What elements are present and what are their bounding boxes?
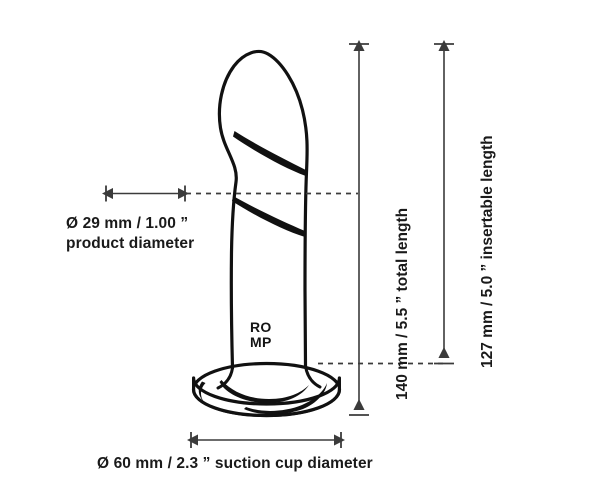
product-diameter-dimension: [101, 185, 190, 202]
base-shading-top: [219, 380, 309, 403]
brand-logo-line-2: MP: [250, 334, 272, 350]
product-diameter-caption: product diameter: [66, 235, 195, 252]
total-length-dimension: [349, 39, 369, 416]
brand-logo-line-1: RO: [250, 319, 272, 335]
base-shading-left: [198, 381, 206, 402]
product-outline: [217, 49, 309, 370]
suction-cup-base: [191, 361, 342, 418]
product-diameter-label: Ø 29 mm / 1.00 ” product diameter: [66, 214, 194, 254]
insertable-length-label: 127 mm / 5.0 ” insertable length: [479, 135, 496, 368]
suction-cup-diameter-dimension: [186, 432, 346, 448]
brand-logo: RO MP: [250, 320, 272, 350]
total-length-label: 140 mm / 5.5 ” total length: [394, 207, 411, 400]
product-diameter-value: Ø 29 mm / 1.00 ”: [66, 215, 189, 232]
suction-cup-diameter-label: Ø 60 mm / 2.3 ” suction cup diameter: [97, 455, 373, 472]
insertable-length-dimension: [434, 39, 454, 365]
head-ridge-lower: [232, 196, 305, 237]
shaft-base-flare-left: [216, 366, 234, 390]
head-ridge-upper: [233, 131, 306, 176]
base-shading-bottom: [244, 383, 327, 415]
